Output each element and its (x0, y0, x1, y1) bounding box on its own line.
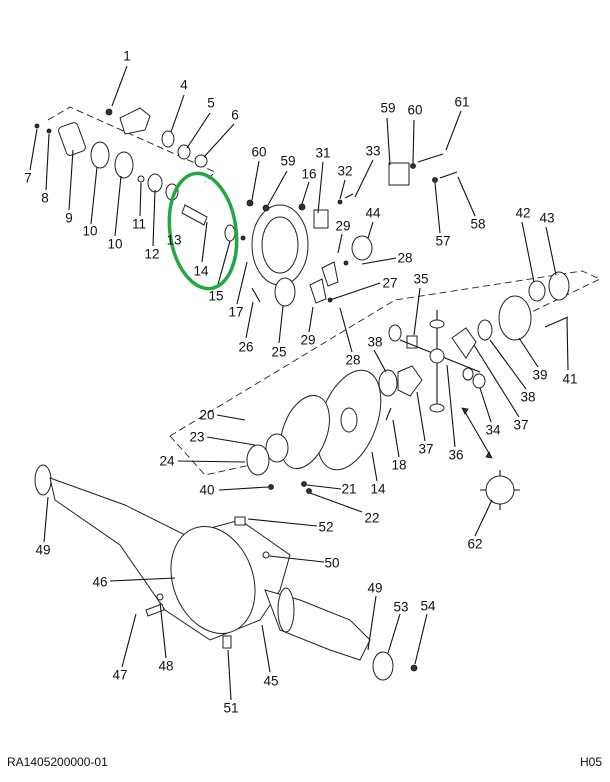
callout-24: 24 (159, 453, 175, 469)
callout-45: 45 (263, 673, 279, 689)
callout-18: 18 (391, 457, 407, 473)
callout-16: 16 (301, 166, 317, 182)
callout-37: 37 (513, 417, 529, 433)
differential-assembly-boundary (169, 270, 602, 437)
pinion-parts (34, 107, 246, 242)
callout-40: 40 (199, 482, 215, 498)
callout-12: 12 (144, 246, 160, 262)
callout-48: 48 (158, 658, 174, 674)
callout-50: 50 (324, 555, 340, 571)
callout-53: 53 (393, 599, 409, 615)
callout-13: 13 (166, 232, 182, 248)
callout-8: 8 (41, 190, 49, 206)
callout-22: 22 (364, 510, 380, 526)
callout-60: 60 (251, 144, 267, 160)
callout-1: 1 (123, 48, 131, 64)
callout-29: 29 (300, 332, 316, 348)
callout-43: 43 (539, 210, 555, 226)
callout-54: 54 (420, 598, 436, 614)
callout-59: 59 (380, 100, 396, 116)
callout-14: 14 (370, 481, 386, 497)
callout-17: 17 (228, 304, 244, 320)
callout-29: 29 (335, 218, 351, 234)
callout-5: 5 (207, 95, 215, 111)
highlight-ellipse (167, 171, 239, 291)
callout-33: 33 (365, 143, 381, 159)
callout-47: 47 (112, 667, 128, 683)
callout-26: 26 (238, 339, 254, 355)
callout-41: 41 (562, 371, 578, 387)
page-code: H05 (579, 755, 602, 769)
callout-52: 52 (318, 519, 334, 535)
callout-34: 34 (485, 422, 501, 438)
callout-38: 38 (367, 334, 383, 350)
callout-28: 28 (397, 250, 413, 266)
callout-25: 25 (271, 344, 287, 360)
carrier-housing (246, 153, 458, 307)
callout-58: 58 (470, 216, 486, 232)
callout-49: 49 (367, 580, 383, 596)
callout-46: 46 (92, 574, 108, 590)
callout-10: 10 (82, 223, 98, 239)
callout-10: 10 (107, 236, 123, 252)
callout-20: 20 (199, 407, 215, 423)
callout-38: 38 (520, 389, 536, 405)
callout-15: 15 (208, 288, 224, 304)
callout-28: 28 (345, 352, 361, 368)
callout-21: 21 (341, 481, 357, 497)
callout-11: 11 (131, 216, 147, 232)
callout-9: 9 (65, 210, 73, 226)
callout-61: 61 (454, 94, 470, 110)
callout-36: 36 (448, 447, 464, 463)
callout-60: 60 (407, 102, 423, 118)
differential-parts (378, 271, 570, 459)
callout-32: 32 (337, 163, 353, 179)
leader-lines (29, 65, 569, 701)
axle-housing (34, 464, 520, 681)
callout-62: 62 (467, 536, 483, 552)
callout-6: 6 (231, 107, 239, 123)
callout-27: 27 (382, 275, 398, 291)
callout-57: 57 (435, 233, 451, 249)
callout-59: 59 (280, 153, 296, 169)
callout-7: 7 (24, 170, 32, 186)
drawing-number: RA1405200000-01 (7, 755, 108, 769)
callout-23: 23 (189, 429, 205, 445)
callout-4: 4 (180, 77, 188, 93)
callout-51: 51 (223, 700, 239, 716)
callout-14: 14 (193, 263, 209, 279)
ring-gear-case (246, 369, 392, 494)
callout-35: 35 (413, 271, 429, 287)
callout-31: 31 (315, 145, 331, 161)
callout-49: 49 (35, 542, 51, 558)
callout-44: 44 (365, 205, 381, 221)
callout-42: 42 (515, 205, 531, 221)
callout-37: 37 (418, 441, 434, 457)
callout-39: 39 (532, 367, 548, 383)
